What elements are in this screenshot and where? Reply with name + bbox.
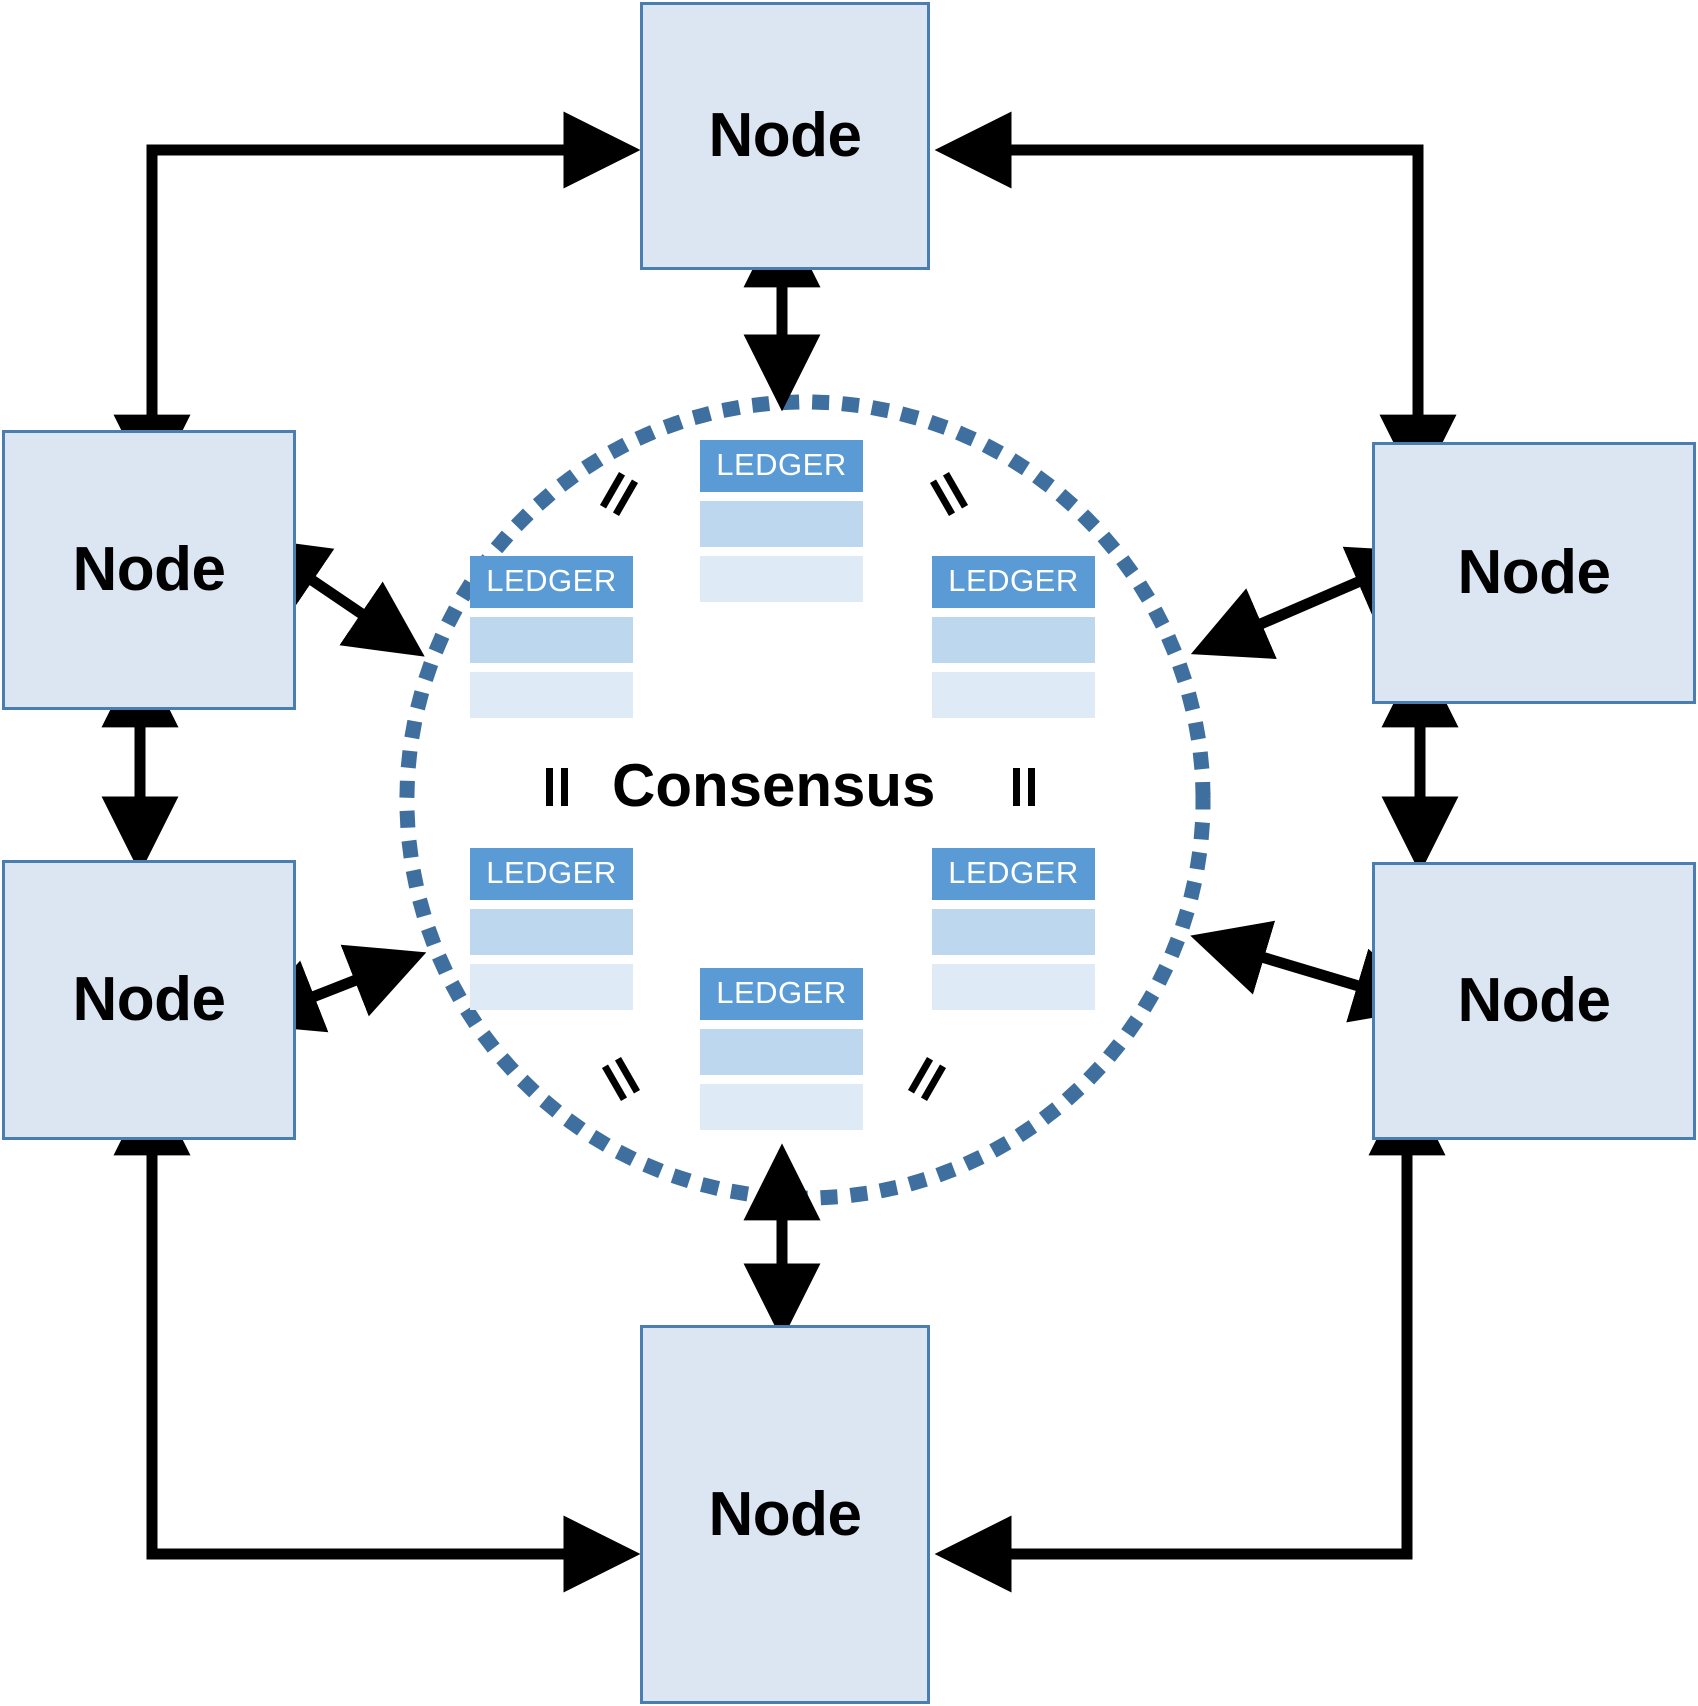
node-top-label: Node bbox=[708, 101, 863, 170]
ledger-right-upper-row-2 bbox=[932, 672, 1095, 718]
equality-mark-bottom-right-icon bbox=[901, 1053, 953, 1105]
conn-left-lower-to-bottom bbox=[113, 1078, 641, 1593]
node-right-upper-label: Node bbox=[1457, 538, 1612, 607]
ledger-bottom-row-2 bbox=[700, 1084, 863, 1130]
ledger-left-upper-row-2 bbox=[470, 672, 633, 718]
equality-mark-top-left-icon bbox=[593, 468, 645, 520]
node-right-upper[interactable]: Node bbox=[1372, 442, 1696, 704]
ledger-left-upper-header: LEDGER bbox=[470, 556, 633, 608]
equality-mark-bottom-left-icon bbox=[595, 1053, 647, 1105]
conn-right-lower-to-bottom bbox=[934, 1078, 1446, 1593]
node-bottom[interactable]: Node bbox=[640, 1325, 930, 1704]
node-bottom-label: Node bbox=[708, 1479, 863, 1549]
ledger-right-upper-row-1 bbox=[932, 617, 1095, 663]
ledger-right-upper[interactable]: LEDGER bbox=[932, 556, 1095, 718]
ledger-left-lower-header: LEDGER bbox=[470, 848, 633, 900]
conn-right-lower-to-center bbox=[1190, 920, 1432, 1023]
ledger-left-lower-row-2 bbox=[470, 964, 633, 1010]
ledger-top[interactable]: LEDGER bbox=[700, 440, 863, 602]
conn-right-upper-to-center bbox=[1190, 546, 1429, 659]
ledger-right-lower-header: LEDGER bbox=[932, 848, 1095, 900]
equality-mark-mid-left-icon bbox=[538, 768, 576, 806]
conn-left-upper-to-center bbox=[249, 537, 425, 657]
conn-left-upper-to-top bbox=[113, 111, 641, 492]
ledger-right-lower[interactable]: LEDGER bbox=[932, 848, 1095, 1010]
node-left-upper[interactable]: Node bbox=[2, 430, 296, 710]
ledger-top-row-1 bbox=[700, 501, 863, 547]
conn-left-lower-to-center bbox=[242, 944, 427, 1033]
ledger-left-upper[interactable]: LEDGER bbox=[470, 556, 633, 718]
ledger-right-upper-header: LEDGER bbox=[932, 556, 1095, 608]
ledger-right-lower-row-2 bbox=[932, 964, 1095, 1010]
node-left-lower[interactable]: Node bbox=[2, 860, 296, 1140]
node-left-lower-label: Node bbox=[72, 965, 227, 1034]
node-left-upper-label: Node bbox=[72, 535, 227, 604]
node-top[interactable]: Node bbox=[640, 2, 930, 270]
node-right-lower-label: Node bbox=[1457, 966, 1612, 1035]
ledger-top-header: LEDGER bbox=[700, 440, 863, 492]
ledger-right-lower-row-1 bbox=[932, 909, 1095, 955]
ledger-left-lower-row-1 bbox=[470, 909, 633, 955]
equality-mark-top-right-icon bbox=[923, 468, 975, 520]
ledger-bottom[interactable]: LEDGER bbox=[700, 968, 863, 1130]
ledger-bottom-header: LEDGER bbox=[700, 968, 863, 1020]
ledger-top-row-2 bbox=[700, 556, 863, 602]
conn-right-upper-to-top bbox=[934, 111, 1457, 492]
equality-mark-mid-right-icon bbox=[1005, 768, 1043, 806]
node-right-lower[interactable]: Node bbox=[1372, 862, 1696, 1140]
ledger-left-lower[interactable]: LEDGER bbox=[470, 848, 633, 1010]
ledger-bottom-row-1 bbox=[700, 1029, 863, 1075]
consensus-label: Consensus bbox=[612, 752, 936, 819]
ledger-left-upper-row-1 bbox=[470, 617, 633, 663]
